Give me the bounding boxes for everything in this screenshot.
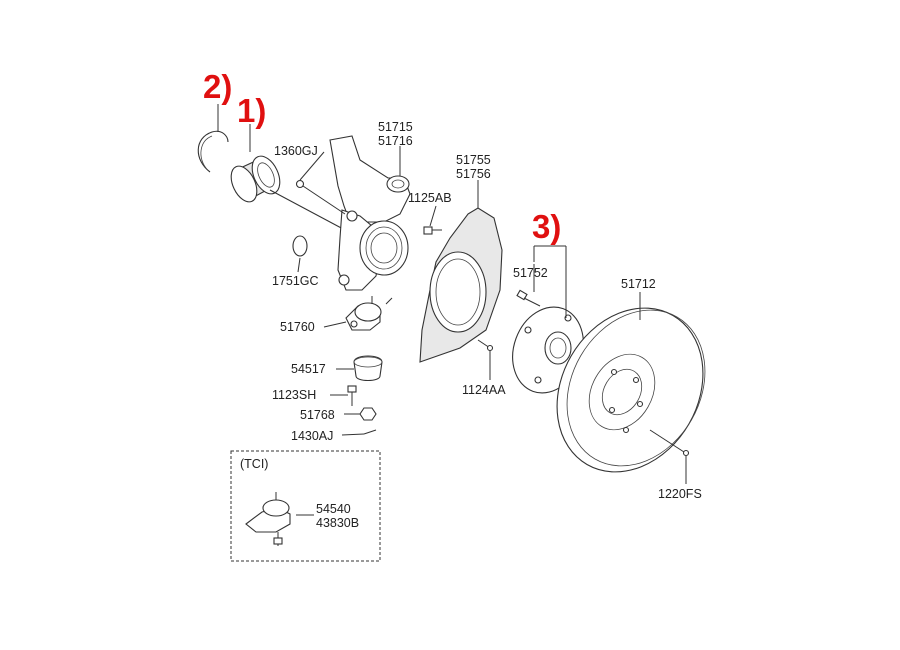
callout-1: 1) — [237, 92, 266, 129]
label-tci: (TCI) — [240, 457, 268, 471]
screw-1220fs — [649, 429, 685, 453]
label-1360gj: 1360GJ — [274, 144, 318, 158]
callout-3: 3) — [532, 208, 561, 245]
label-51760: 51760 — [280, 320, 315, 334]
bolt-1125ab — [423, 226, 442, 235]
screw-1220fs-head — [682, 449, 690, 457]
bearing-leader — [269, 189, 346, 231]
label-54517: 54517 — [291, 362, 326, 376]
o-ring — [292, 235, 308, 257]
brake-disc — [556, 307, 706, 473]
callout-2: 2) — [203, 68, 232, 105]
tci-ball-joint — [245, 492, 291, 546]
bolt-leader — [302, 185, 346, 215]
hub-bolt — [516, 289, 541, 307]
label-43830b: 43830B — [316, 516, 359, 530]
label-1123sh: 1123SH — [272, 388, 316, 402]
label-51712: 51712 — [621, 277, 656, 291]
screw-1124aa — [477, 339, 494, 352]
label-51715: 51715 — [378, 120, 413, 134]
dust-cover — [353, 355, 383, 382]
steering-knuckle — [329, 135, 411, 291]
label-1124aa: 1124AA — [462, 383, 506, 397]
bolt-1123sh — [347, 385, 357, 406]
leader-lines — [217, 104, 687, 516]
label-1125ab: 1125AB — [408, 191, 452, 205]
label-51755: 51755 — [456, 153, 491, 167]
wheel-bearing — [230, 155, 281, 203]
label-51756: 51756 — [456, 167, 491, 181]
label-51752: 51752 — [513, 266, 548, 280]
dust-shield — [419, 207, 503, 363]
label-1220fs: 1220FS — [658, 487, 702, 501]
label-54540: 54540 — [316, 502, 351, 516]
label-51768: 51768 — [300, 408, 335, 422]
bolt-1360gj — [295, 179, 305, 189]
split-pin — [363, 429, 377, 435]
snap-ring — [197, 130, 229, 173]
label-51716: 51716 — [378, 134, 413, 148]
tci-box — [230, 450, 381, 562]
ball-joint — [345, 296, 393, 331]
label-1430aj: 1430AJ — [291, 429, 333, 443]
label-1751gc: 1751GC — [272, 274, 319, 288]
nut-51768 — [359, 407, 377, 421]
